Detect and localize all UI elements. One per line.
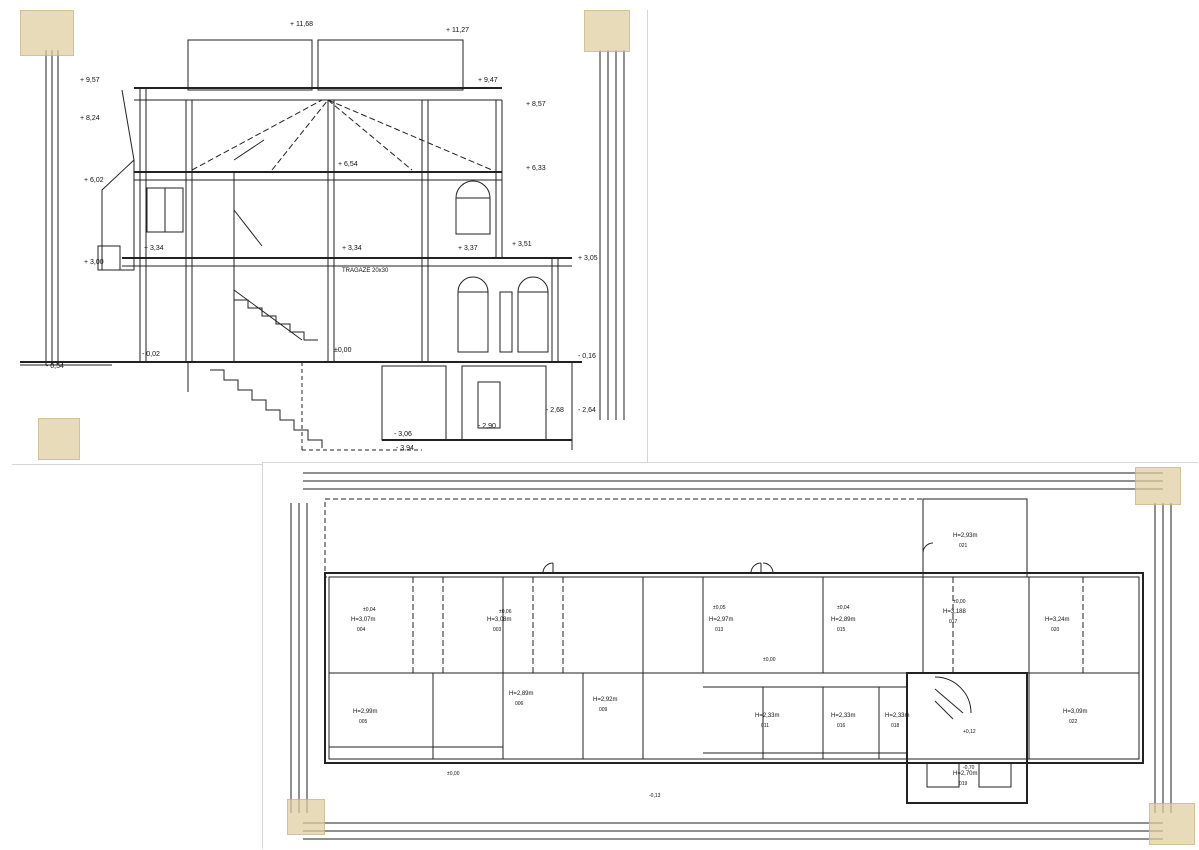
elevation-mark-floor2-right: + 6,33 [526, 165, 546, 172]
room-number-label: 020 [1051, 627, 1060, 633]
level-mark: ±0,04 [837, 605, 850, 611]
elevation-mark-base-2: - 2,90 [478, 423, 496, 430]
tape-patch [20, 10, 74, 56]
level-mark: ±0,00 [447, 771, 460, 777]
room-number-label: 022 [1069, 719, 1078, 725]
tape-patch [584, 10, 630, 52]
level-mark: ±0,05 [713, 605, 726, 611]
level-mark: ±0,06 [499, 609, 512, 615]
room-number-label: 011 [761, 723, 769, 729]
tape-patch [1135, 467, 1181, 505]
elevation-mark-floor1-right: + 3,05 [578, 255, 598, 262]
elevation-mark-attic-right: + 8,57 [526, 101, 546, 108]
room-height-label: H=2,99m [353, 709, 378, 715]
room-height-label: H=3,07m [351, 617, 376, 623]
tape-patch [287, 799, 325, 835]
elevation-mark-ground-l1: - 0,02 [142, 351, 160, 358]
room-number-label: 019 [959, 781, 968, 787]
elevation-mark-ground-l2: - 0,54 [46, 363, 64, 370]
elevation-mark-attic-left: + 8,24 [80, 115, 100, 122]
level-mark: ±0,00 [953, 599, 966, 605]
section-drawing-sheet: + 11,68 + 11,27 + 9,57 + 9,47 + 8,24 + 8,57 + … [12, 10, 648, 465]
elevation-mark-base-5: - 3,94 [396, 445, 414, 452]
room-number-label: 021 [959, 543, 968, 549]
elevation-mark-ground-r: - 0,16 [578, 353, 596, 360]
room-number-label: 015 [837, 627, 846, 633]
room-height-label: H=3,188 [943, 609, 967, 615]
elevation-mark-floor1-c: + 3,37 [458, 245, 478, 252]
room-number-label: 009 [599, 707, 608, 713]
room-height-label: H=2,89m [831, 617, 856, 623]
room-height-label: H=2,97m [709, 617, 734, 623]
elevation-mark-base-1: - 3,06 [394, 431, 412, 438]
room-number-label: 013 [715, 627, 724, 633]
elevation-mark-base-3: - 2,68 [546, 407, 564, 414]
room-height-label: H=2,33m [831, 713, 856, 719]
elevation-mark-ground: ±0,00 [334, 347, 352, 354]
elevation-mark-base-4: - 2,64 [578, 407, 596, 414]
level-mark: -0,70 [963, 765, 975, 771]
room-number-label: 003 [493, 627, 502, 633]
room-height-label: H=3,24m [1045, 617, 1070, 623]
level-mark: ±0,04 [363, 607, 376, 613]
section-note: TRAGAZE 20x30 [342, 268, 389, 274]
room-number-label: 016 [837, 723, 846, 729]
room-number-label: 006 [515, 701, 524, 707]
room-number-label: 005 [359, 719, 368, 725]
elevation-mark-floor1-d: + 3,51 [512, 241, 532, 248]
elevation-mark-floor2-left: + 6,02 [84, 177, 104, 184]
room-height-label: H=2,33m [755, 713, 780, 719]
room-height-label: H=2,33m [885, 713, 910, 719]
section-drawing: + 11,68 + 11,27 + 9,57 + 9,47 + 8,24 + 8,57 + … [20, 21, 625, 452]
elevation-mark-floor1-left: + 3,00 [84, 259, 104, 266]
room-height-label: H=2,93m [953, 533, 978, 539]
elevation-mark-floor1-a: + 3,34 [144, 245, 164, 252]
level-mark: ±0,00 [763, 657, 776, 663]
floor-plan-drawing: H=3,07m004H=3,08m003H=2,97m013H=2,89m015… [290, 472, 1172, 840]
elevation-mark-eave-right: + 9,47 [478, 77, 498, 84]
level-mark: +0,12 [963, 729, 976, 735]
elevation-mark-floor1-b: + 3,34 [342, 245, 362, 252]
room-height-label: H=2,89m [509, 691, 534, 697]
elevation-mark-ridge-right: + 11,27 [446, 27, 469, 34]
tape-patch [1149, 803, 1195, 845]
elevation-mark-ridge: + 11,68 [290, 21, 313, 28]
level-mark: -0,13 [649, 793, 661, 799]
room-number-label: 004 [357, 627, 366, 633]
room-number-label: 017 [949, 619, 958, 625]
elevation-mark-eave-left: + 9,57 [80, 77, 100, 84]
room-height-label: H=3,09m [1063, 709, 1088, 715]
room-height-label: H=2,92m [593, 697, 618, 703]
room-height-label: H=3,08m [487, 617, 512, 623]
room-height-label: H=2,70m [953, 771, 978, 777]
room-number-label: 018 [891, 723, 900, 729]
elevation-mark-floor2-mid: + 6,54 [338, 161, 358, 168]
tape-patch [38, 418, 80, 460]
